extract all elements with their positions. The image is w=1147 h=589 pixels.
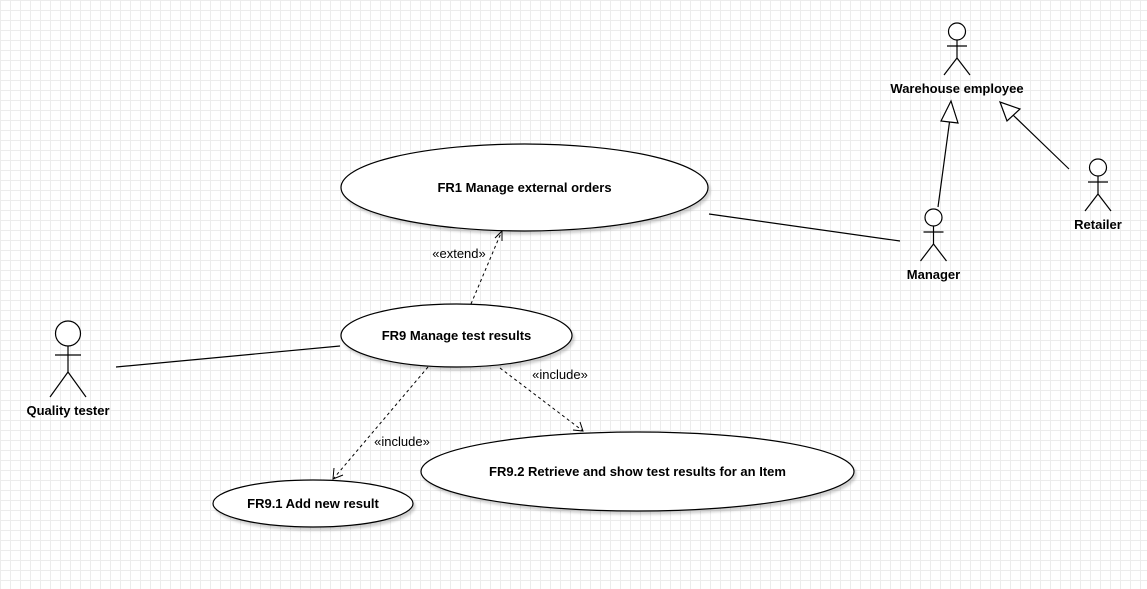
actor-warehouse-employee-label: Warehouse employee	[890, 81, 1023, 96]
include-arrow-fr9-1[interactable]	[332, 366, 429, 480]
use-case-fr9[interactable]: FR9 Manage test results	[340, 303, 573, 368]
include-label-fr9-2: «include»	[532, 367, 588, 382]
stick-figure-icon	[943, 22, 971, 76]
use-case-fr9-2-label: FR9.2 Retrieve and show test results for…	[489, 464, 786, 479]
use-case-fr1-label: FR1 Manage external orders	[437, 180, 611, 195]
association-fr1-manager[interactable]	[708, 213, 901, 242]
actor-quality-tester[interactable]: Quality tester	[26, 320, 110, 418]
actor-warehouse-employee[interactable]: Warehouse employee	[890, 22, 1024, 96]
extend-arrow[interactable]	[470, 229, 503, 305]
stick-figure-icon	[920, 208, 947, 262]
use-case-fr9-1[interactable]: FR9.1 Add new result	[212, 479, 414, 528]
actor-manager[interactable]: Manager	[907, 208, 960, 282]
actor-retailer-label: Retailer	[1074, 217, 1122, 232]
use-case-fr1[interactable]: FR1 Manage external orders	[340, 143, 709, 232]
generalization-retailer-warehouse[interactable]	[998, 101, 1070, 170]
include-arrow-fr9-2[interactable]	[499, 367, 584, 432]
stick-figure-icon	[1084, 158, 1112, 212]
association-qualitytester-fr9[interactable]	[115, 345, 341, 368]
actor-manager-label: Manager	[907, 267, 960, 282]
generalization-manager-warehouse[interactable]	[937, 99, 959, 208]
actor-quality-tester-label: Quality tester	[26, 403, 109, 418]
extend-label: «extend»	[432, 246, 486, 261]
use-case-fr9-label: FR9 Manage test results	[382, 328, 532, 343]
actor-retailer[interactable]: Retailer	[1074, 158, 1122, 232]
stick-figure-icon	[49, 320, 87, 398]
include-label-fr9-1: «include»	[374, 434, 430, 449]
use-case-fr9-1-label: FR9.1 Add new result	[247, 496, 379, 511]
use-case-fr9-2[interactable]: FR9.2 Retrieve and show test results for…	[420, 431, 855, 512]
